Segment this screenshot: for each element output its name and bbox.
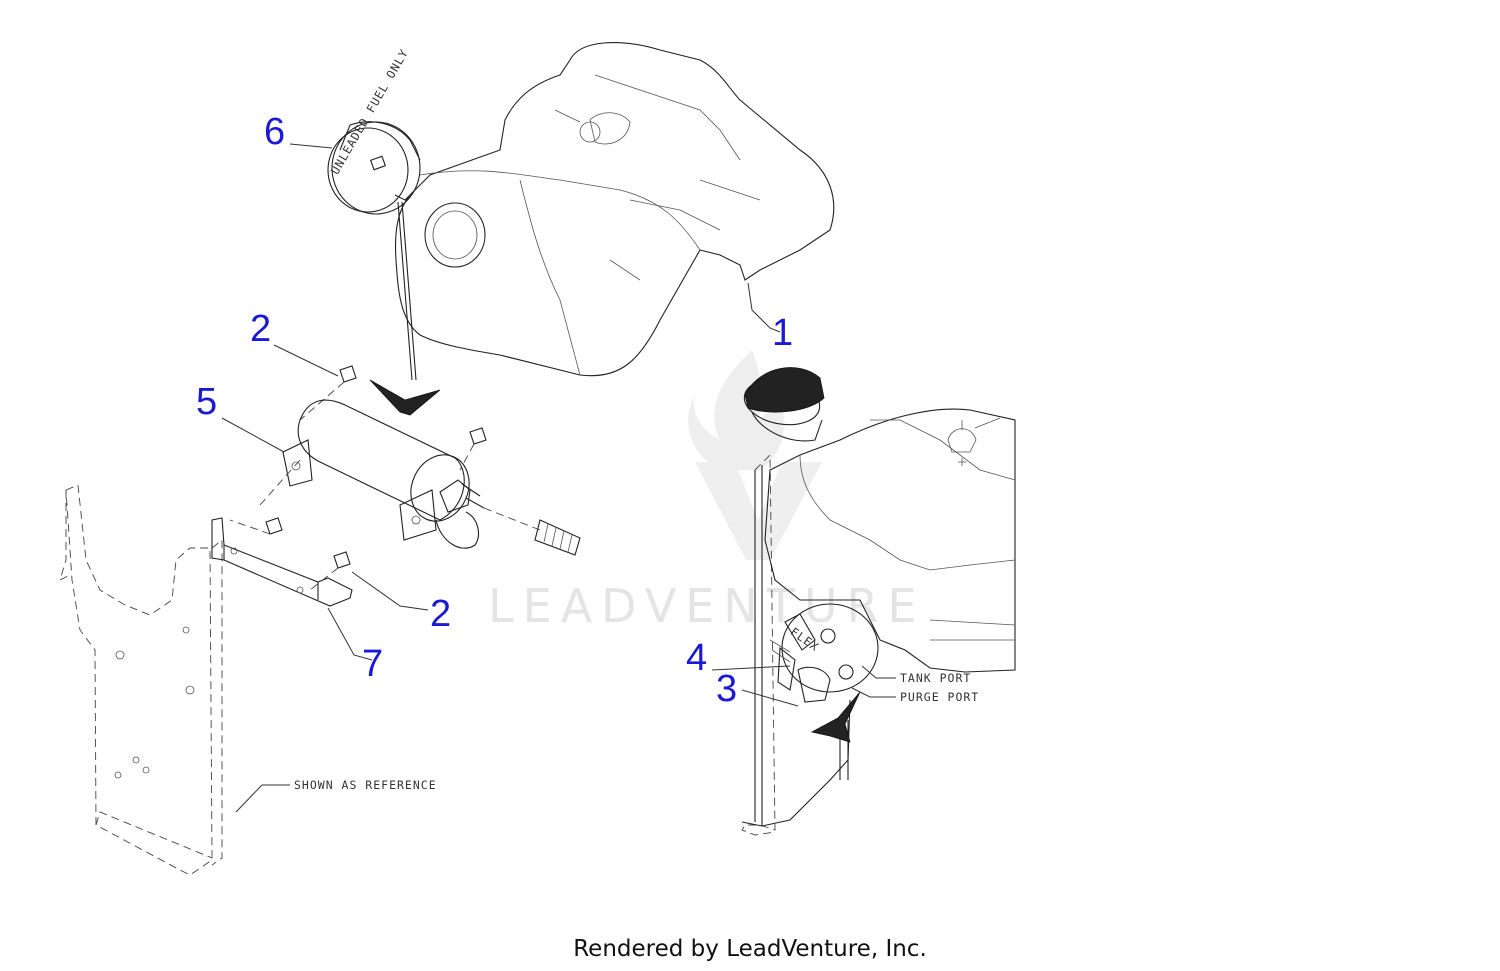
callout-4: 4 <box>686 637 707 679</box>
callout-2-upper: 2 <box>250 308 271 350</box>
callout-5: 5 <box>196 381 217 423</box>
bolts <box>229 365 487 591</box>
fuel-cap: UNLEADED FUEL ONLY <box>327 46 441 416</box>
watermark: LEADVENTURE <box>488 350 926 633</box>
note-purge-port: PURGE PORT <box>900 690 979 704</box>
fuel-tank <box>395 42 835 377</box>
note-tank-port: TANK PORT <box>900 671 971 685</box>
cap-text: UNLEADED FUEL ONLY <box>328 46 411 177</box>
note-shown-as-reference: SHOWN AS REFERENCE <box>294 778 437 792</box>
callout-1: 1 <box>772 312 793 354</box>
reference-bracket: SHOWN AS REFERENCE <box>59 484 437 876</box>
callout-leaders <box>221 143 799 707</box>
callout-3: 3 <box>716 668 737 710</box>
bracket-plate <box>211 517 353 607</box>
canister <box>259 399 581 556</box>
callout-7: 7 <box>362 643 383 685</box>
footer-rendered-by: Rendered by LeadVenture, Inc. <box>573 936 927 962</box>
watermark-v-icon <box>695 462 822 560</box>
callout-2-lower: 2 <box>430 593 451 635</box>
watermark-text: LEADVENTURE <box>488 579 926 633</box>
callout-6: 6 <box>264 111 285 153</box>
